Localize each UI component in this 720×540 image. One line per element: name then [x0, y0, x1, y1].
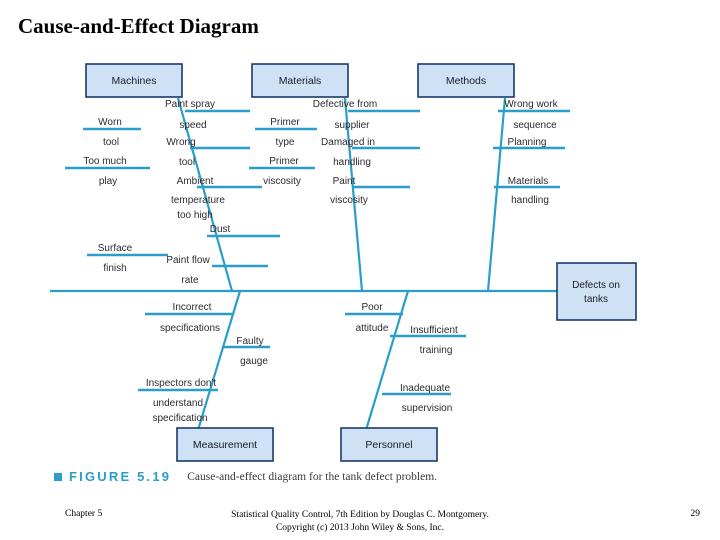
- cause-label-inadequate-l1: Inadequate: [400, 383, 450, 394]
- footer-source-line2: Copyright (c) 2013 John Wiley & Sons, In…: [275, 523, 445, 533]
- cause-label-insufficient-l1: Insufficient: [410, 325, 458, 336]
- effect-box-defects-on-tanks: [556, 262, 637, 321]
- cause-label-ambient-l3: too high: [177, 210, 213, 221]
- category-box-measurement: [176, 427, 274, 462]
- cause-label-primer-viscosity-l2: viscosity: [263, 176, 301, 187]
- cause-label-paint-flow-l2: rate: [181, 275, 199, 286]
- footer-page-number: 29: [690, 509, 701, 519]
- cause-label-surface-finish-l1: Surface: [98, 243, 133, 254]
- cause-label-primer-type-l1: Primer: [270, 117, 300, 128]
- category-box-materials: [251, 63, 349, 98]
- measurement-rib: [193, 290, 242, 441]
- cause-and-effect-diagram: Machines Paint spray speed Worn tool Wro…: [50, 63, 637, 462]
- cause-label-damaged-l1: Damaged in: [321, 137, 375, 148]
- cause-label-ambient-l1: Ambient: [177, 176, 214, 187]
- slide-footer: Chapter 5 Statistical Quality Control, 7…: [0, 505, 720, 540]
- square-bullet-icon: [54, 472, 62, 481]
- cause-label-paint-spray-speed-l2: speed: [179, 120, 206, 131]
- cause-label-paint-flow-l1: Paint flow: [166, 255, 210, 266]
- figure-number: FIGURE 5.19: [69, 469, 172, 484]
- effect-label-line2: tanks: [584, 294, 608, 305]
- cause-label-paint-viscosity-l1: Paint: [333, 176, 356, 187]
- cause-label-insufficient-l2: training: [420, 345, 453, 356]
- cause-label-paint-viscosity-l2: viscosity: [330, 195, 368, 206]
- cause-label-primer-viscosity-l1: Primer: [269, 156, 299, 167]
- materials-rib: [343, 97, 364, 292]
- cause-label-materials-handling-l1: Materials: [508, 176, 549, 187]
- cause-label-incorrect-l1: Incorrect: [173, 302, 212, 313]
- cause-label-incorrect-l2: specifications: [160, 323, 220, 334]
- cause-label-wrong-tool-l1: Wrong: [166, 137, 195, 148]
- machines-rib: [176, 97, 234, 292]
- cause-label-paint-spray-speed-l1: Paint spray: [165, 99, 215, 110]
- category-box-methods: [417, 63, 515, 98]
- personnel-rib: [361, 290, 410, 441]
- cause-label-worn-tool-l2: tool: [103, 137, 119, 148]
- cause-label-wrong-work-l1: Wrong work: [504, 99, 558, 110]
- cause-label-wrong-tool-l2: tool: [179, 157, 195, 168]
- cause-label-worn-tool-l1: Worn: [98, 117, 122, 128]
- cause-label-defective-l1: Defective from: [313, 99, 377, 110]
- methods-rib: [486, 97, 507, 292]
- cause-label-too-much-play-l2: play: [99, 176, 117, 187]
- category-box-personnel: [340, 427, 438, 462]
- footer-source-line1: Statistical Quality Control, 7th Edition…: [231, 510, 489, 520]
- category-box-machines: [85, 63, 183, 98]
- cause-label-inspectors-l1: Inspectors don't: [146, 378, 217, 389]
- cause-label-poor-l2: attitude: [356, 323, 389, 334]
- cause-label-materials-handling-l2: handling: [511, 195, 549, 206]
- cause-label-faulty-l2: gauge: [240, 356, 268, 367]
- page-title: Cause-and-Effect Diagram: [18, 14, 259, 38]
- cause-label-defective-l2: supplier: [334, 120, 370, 131]
- cause-label-primer-type-l2: type: [276, 137, 295, 148]
- cause-label-planning-l1: Planning: [508, 137, 547, 148]
- footer-source: Statistical Quality Control, 7th Edition…: [0, 509, 720, 535]
- figure-caption-text: Cause-and-effect diagram for the tank de…: [187, 470, 438, 483]
- category-label-measurement: Measurement: [193, 439, 257, 451]
- cause-label-inadequate-l2: supervision: [402, 403, 453, 414]
- category-label-methods: Methods: [446, 75, 486, 87]
- cause-label-surface-finish-l2: finish: [103, 263, 126, 274]
- figure-caption: FIGURE 5.19 Cause-and-effect diagram for…: [54, 469, 437, 484]
- cause-label-too-much-play-l1: Too much: [83, 156, 126, 167]
- cause-label-damaged-l2: handling: [333, 157, 371, 168]
- cause-label-poor-l1: Poor: [361, 302, 383, 313]
- cause-label-faulty-l1: Faulty: [236, 336, 263, 347]
- cause-label-wrong-work-l2: sequence: [513, 120, 557, 131]
- cause-label-ambient-l2: temperature: [171, 195, 225, 206]
- category-label-machines: Machines: [112, 75, 157, 87]
- category-label-materials: Materials: [279, 75, 322, 87]
- cause-label-inspectors-l2: understand: [153, 398, 203, 409]
- cause-label-dust-l1: Dust: [210, 224, 231, 235]
- footer-chapter: Chapter 5: [65, 509, 103, 519]
- category-label-personnel: Personnel: [365, 439, 412, 451]
- cause-label-inspectors-l3: specification: [152, 413, 207, 424]
- effect-label-line1: Defects on: [572, 280, 620, 291]
